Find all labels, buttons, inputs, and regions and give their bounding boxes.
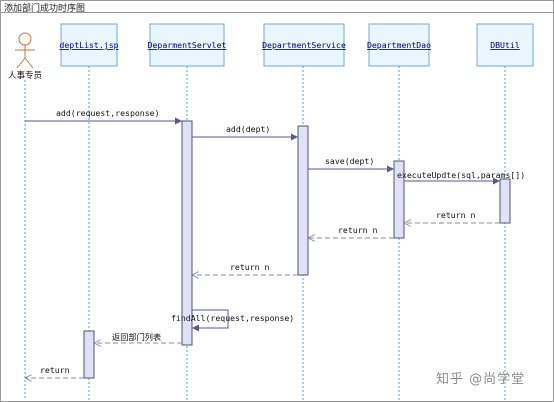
- message-label-m5: return n: [436, 210, 476, 220]
- object-label-util: DBUtil: [490, 40, 520, 50]
- actor-name: 人事专员: [8, 70, 42, 81]
- message-label-m2: add(dept): [226, 124, 270, 134]
- activation-service: [297, 125, 309, 276]
- activation-util: [499, 178, 511, 224]
- object-label-service: DepartmentService: [262, 40, 346, 50]
- object-box-dao: [368, 23, 430, 67]
- object-label-jsp: deptList.jsp: [59, 40, 118, 50]
- object-label-servlet: DeparmentServlet: [148, 40, 227, 50]
- activation-dao: [393, 160, 405, 239]
- object-box-util: [476, 23, 534, 67]
- message-label-m8: findAll(request,response): [171, 313, 294, 323]
- message-label-m3: save(dept): [325, 156, 374, 166]
- message-label-m6: return n: [338, 225, 378, 235]
- message-label-m1: add(request,response): [56, 108, 160, 118]
- message-label-m10: return: [40, 365, 70, 375]
- object-box-service: [263, 23, 345, 67]
- message-label-m4: executeUpdte(sql,params[]): [397, 170, 525, 180]
- actor-figure-icon: [15, 32, 35, 69]
- activation-jsp: [83, 330, 95, 379]
- object-label-dao: DepartmentDao: [367, 40, 431, 50]
- object-box-jsp: [60, 23, 118, 67]
- watermark: 知乎 @尚学堂: [436, 372, 526, 387]
- message-arrow-m8: [192, 309, 229, 332]
- activation-servlet: [181, 120, 193, 346]
- message-label-m9: 返回部门列表: [112, 332, 161, 342]
- message-label-m7: return n: [230, 262, 270, 272]
- diagram-title: 添加部门成功时序图: [4, 4, 86, 14]
- object-box-servlet: [149, 23, 225, 67]
